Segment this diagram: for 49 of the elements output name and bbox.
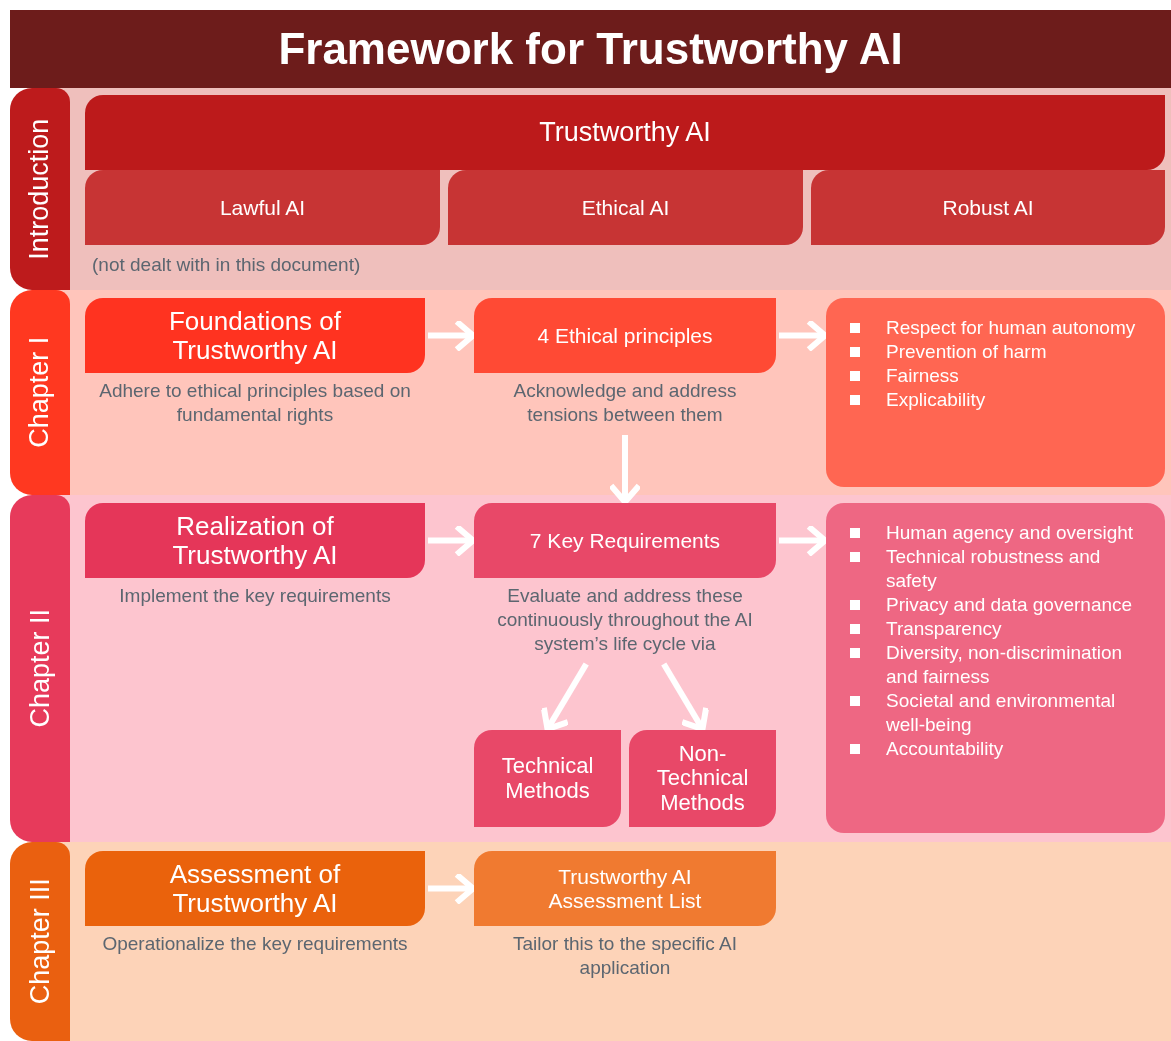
list-item-text: Respect for human autonomy bbox=[886, 316, 1136, 340]
section-label: Chapter I bbox=[23, 336, 56, 449]
node-caption: (not dealt with in this document) bbox=[91, 253, 362, 277]
section-tab bbox=[10, 842, 70, 1041]
process-box: Technical Methods bbox=[474, 730, 621, 827]
list-item-text: Transparency bbox=[886, 617, 1003, 641]
list-item-text: Human agency and oversight bbox=[886, 521, 1135, 545]
arrow bbox=[541, 662, 589, 732]
list-item-text: Diversity, non-discrimination and fairness bbox=[886, 641, 1124, 689]
process-box: Robust AI bbox=[811, 170, 1165, 245]
list-item-text: Explicability bbox=[886, 388, 987, 412]
list-item-text: Technical robustness and safety bbox=[886, 545, 1102, 593]
process-box: 7 Key Requirements bbox=[474, 503, 776, 578]
arrow bbox=[610, 435, 640, 505]
arrow bbox=[428, 525, 476, 556]
node-caption: Acknowledge and address tensions between them bbox=[512, 379, 738, 427]
arrow bbox=[779, 320, 828, 351]
section-tab bbox=[10, 88, 70, 290]
process-box: Realization of Trustworthy AI bbox=[85, 503, 425, 578]
arrow bbox=[428, 320, 476, 351]
list-panel bbox=[826, 298, 1165, 487]
section-tab bbox=[10, 495, 70, 842]
section-label: Chapter II bbox=[23, 609, 56, 728]
process-box: Ethical AI bbox=[448, 170, 803, 245]
process-box: Non-Technical Methods bbox=[629, 730, 776, 827]
node-caption: Implement the key requirements bbox=[118, 584, 392, 608]
arrow bbox=[779, 525, 828, 556]
title: Framework for Trustworthy AI bbox=[278, 23, 903, 75]
section-label: Chapter III bbox=[23, 878, 56, 1005]
node-caption: Evaluate and address these continuously throughout the AI system’s life cycle via bbox=[496, 584, 754, 656]
node-caption: Operationalize the key requirements bbox=[101, 932, 409, 956]
process-box: Lawful AI bbox=[85, 170, 440, 245]
node-caption: Tailor this to the specific AI application bbox=[512, 932, 738, 980]
process-box: Assessment of Trustworthy AI bbox=[85, 851, 425, 926]
section-tab bbox=[10, 290, 70, 495]
arrow bbox=[661, 662, 709, 732]
list-item-text: Accountability bbox=[886, 737, 1005, 761]
process-box: Foundations of Trustworthy AI bbox=[85, 298, 425, 373]
list-panel bbox=[826, 503, 1165, 833]
list-item-text: Fairness bbox=[886, 364, 960, 388]
list-item-text: Prevention of harm bbox=[886, 340, 1048, 364]
process-box: 4 Ethical principles bbox=[474, 298, 776, 373]
node-caption: Adhere to ethical principles based on fundamental rights bbox=[98, 379, 412, 427]
list-item-text: Societal and environmental well-being bbox=[886, 689, 1117, 737]
list-item-text: Privacy and data governance bbox=[886, 593, 1134, 617]
arrow bbox=[428, 873, 476, 904]
process-box: Trustworthy AI bbox=[85, 95, 1165, 170]
process-box: Trustworthy AI Assessment List bbox=[474, 851, 776, 926]
section-label: Introduction bbox=[23, 118, 56, 260]
